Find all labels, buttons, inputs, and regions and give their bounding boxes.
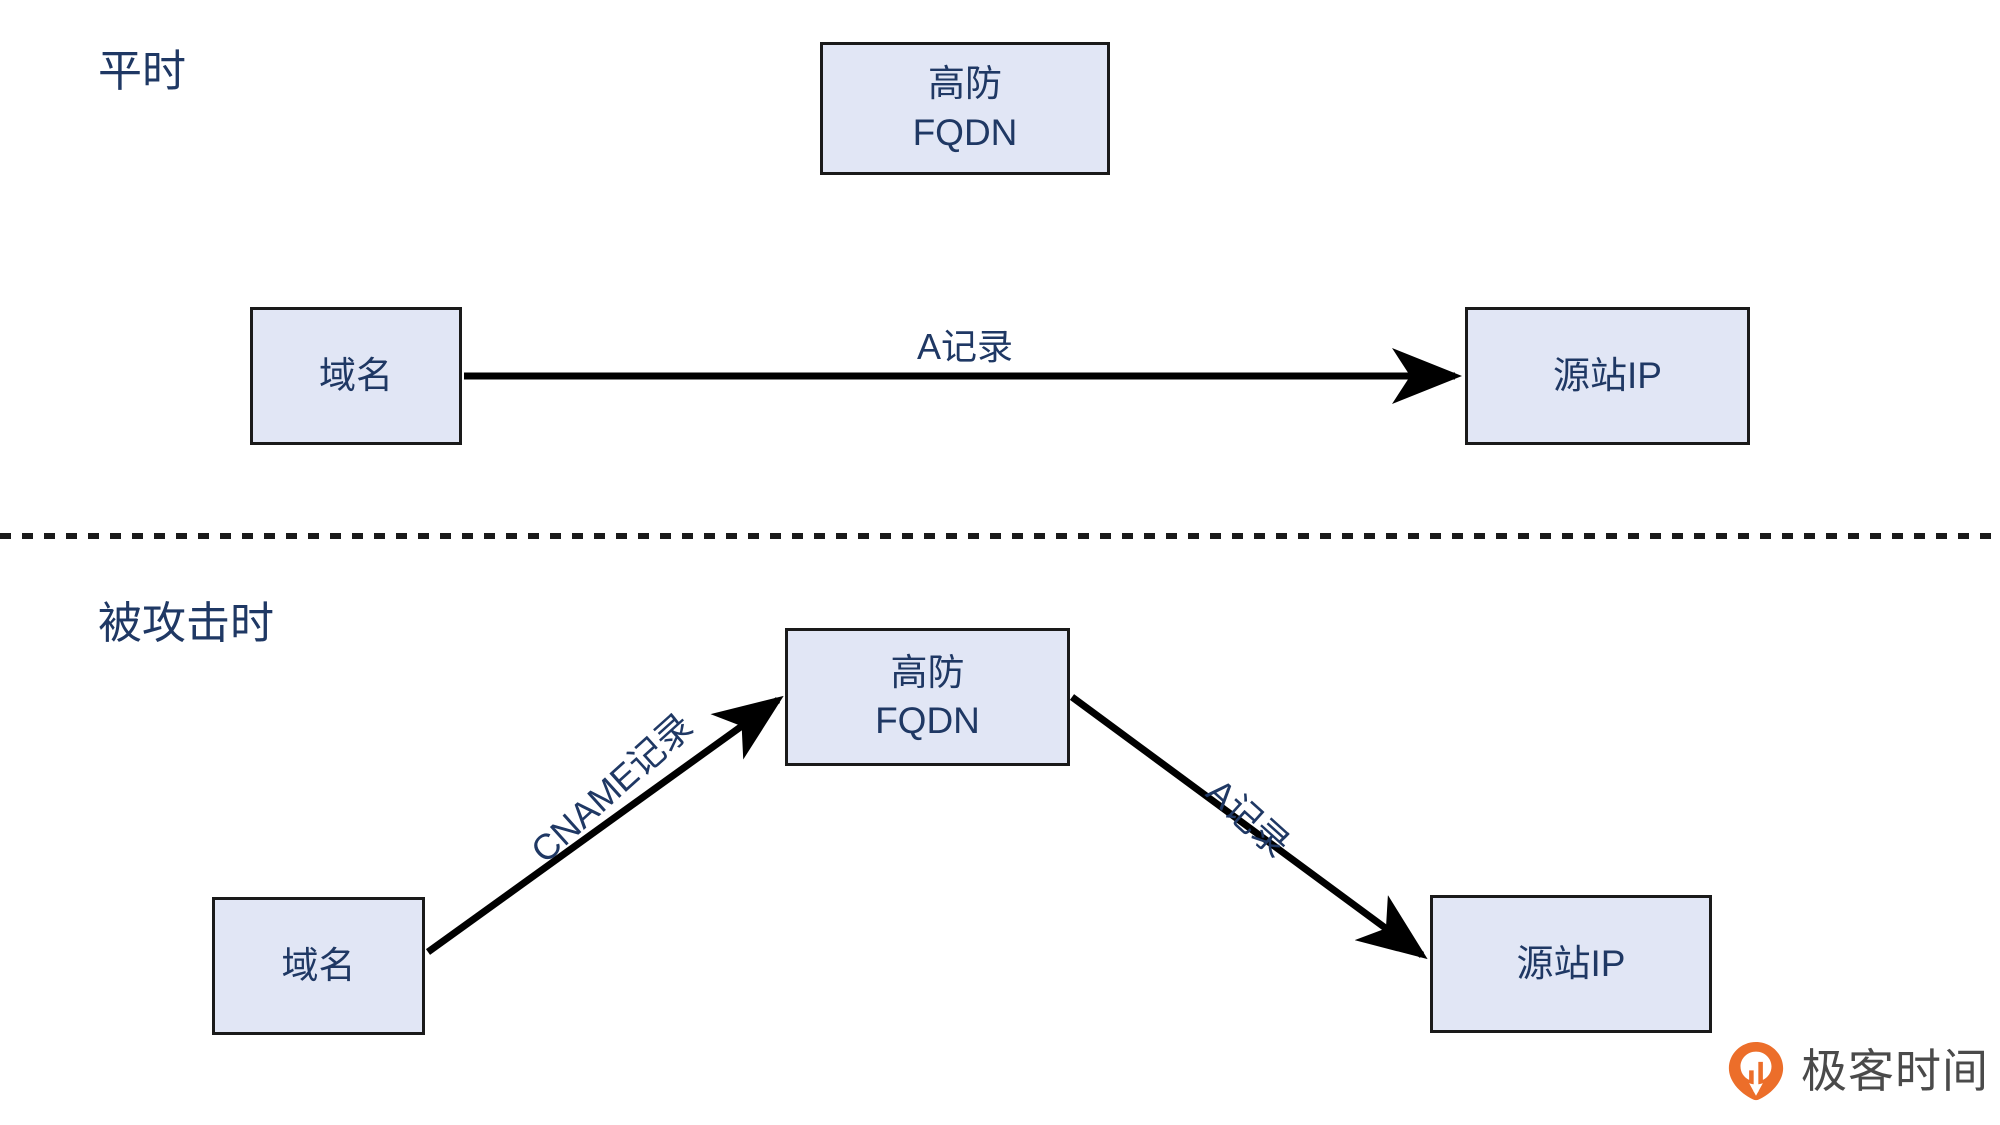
node-label-line1: 高防 — [928, 63, 1002, 105]
node-label-line1: 域名 — [281, 944, 356, 986]
geektime-pin-icon — [1728, 1041, 1784, 1101]
section-caption-attack: 被攻击时 — [98, 599, 274, 648]
node-label-line1: 源站IP — [1553, 354, 1662, 396]
node-gaofang-fqdn-normal[interactable]: 高防 FQDN — [820, 42, 1110, 175]
node-domain-attack[interactable]: 域名 — [212, 897, 425, 1035]
watermark-logo: 极客时间 — [1725, 1040, 1989, 1102]
edge-label-cname-record: CNAME记录 — [522, 705, 701, 871]
node-label-line1: 高防 — [890, 651, 965, 693]
node-origin-ip-attack[interactable]: 源站IP — [1430, 895, 1712, 1033]
edge-label-a-record-normal: A记录 — [916, 326, 1013, 367]
node-origin-ip-normal[interactable]: 源站IP — [1465, 307, 1750, 445]
node-label-line2: FQDN — [912, 111, 1018, 153]
section-caption-normal: 平时 — [98, 47, 186, 96]
node-domain-normal[interactable]: 域名 — [250, 307, 462, 445]
edge-label-a-record-attack: A记录 — [1198, 770, 1298, 866]
node-label-line2: FQDN — [875, 700, 980, 741]
node-gaofang-fqdn-attack[interactable]: 高防 FQDN — [785, 628, 1070, 766]
watermark-text: 极客时间 — [1801, 1045, 1989, 1097]
node-label-line1: 域名 — [319, 354, 393, 396]
node-label-line1: 源站IP — [1516, 942, 1626, 984]
